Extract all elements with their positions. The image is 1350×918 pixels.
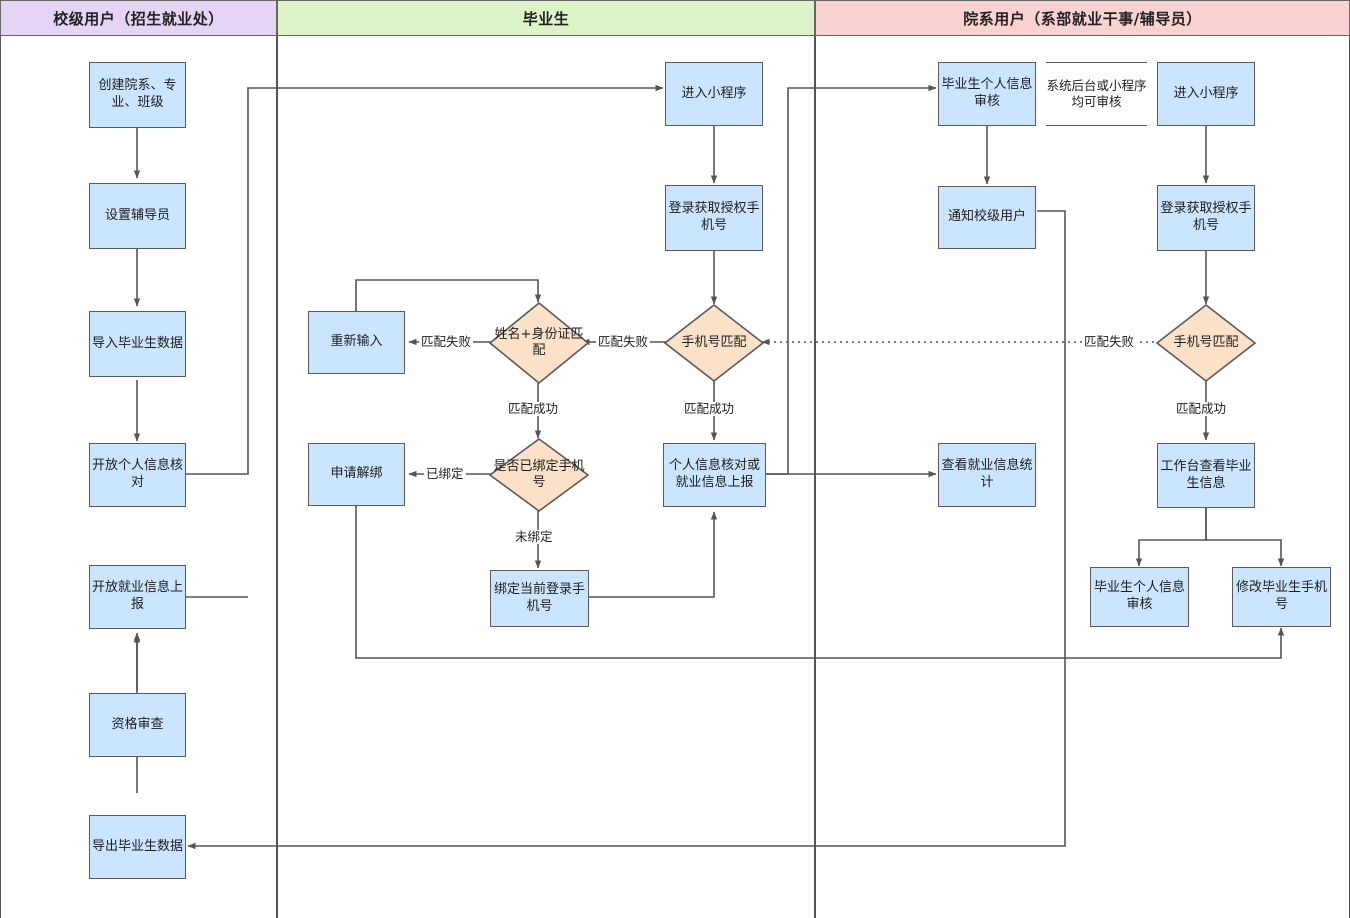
diamond-shape xyxy=(664,304,764,382)
lane-body-student xyxy=(277,36,815,918)
lane-header-school: 校级用户（招生就业处） xyxy=(0,0,277,36)
node-student-unbind[interactable]: 申请解绑 xyxy=(308,443,405,506)
node-dept-stats[interactable]: 查看就业信息统计 xyxy=(938,443,1036,507)
node-label: 创建院系、专业、班级 xyxy=(98,78,177,110)
node-student-reinput[interactable]: 重新输入 xyxy=(308,311,405,374)
node-dept-audit-top[interactable]: 毕业生个人信息审核 xyxy=(938,62,1036,126)
edge-workbench-to-auditinfo xyxy=(1135,508,1207,567)
lane-title-student: 毕业生 xyxy=(522,9,570,28)
node-student-report[interactable]: 个人信息核对或就业信息上报 xyxy=(663,443,766,507)
node-student-phone-match[interactable]: 手机号匹配 xyxy=(664,304,764,382)
node-create-org[interactable]: 创建院系、专业、班级 xyxy=(89,62,186,128)
edge-label-bound-yes: 已绑定 xyxy=(424,466,466,481)
node-set-counselor[interactable]: 设置辅导员 xyxy=(89,183,186,249)
node-student-enter-app[interactable]: 进入小程序 xyxy=(665,62,763,126)
lane-title-dept: 院系用户（系部就业干事/辅导员） xyxy=(963,9,1202,28)
node-label: 绑定当前登录手机号 xyxy=(493,581,585,614)
node-label: 进入小程序 xyxy=(1173,85,1239,101)
node-label: 工作台查看毕业生信息 xyxy=(1160,458,1252,491)
node-label: 姓名+身份证匹配 xyxy=(494,326,584,358)
node-student-id-match[interactable]: 姓名+身份证匹配 xyxy=(489,302,589,384)
node-label: 修改毕业生手机号 xyxy=(1235,580,1327,612)
node-dept-enter-app[interactable]: 进入小程序 xyxy=(1157,62,1255,126)
edge-report-to-deptaudit xyxy=(766,84,937,475)
node-student-bound-question[interactable]: 是否已绑定手机号 xyxy=(489,438,589,512)
edge-reinput-to-idmatch xyxy=(355,279,542,311)
node-student-login-phone[interactable]: 登录获取授权手机号 xyxy=(665,185,763,251)
edge-label-stu-phone-fail: 匹配失败 xyxy=(596,334,651,349)
node-dept-phone-match[interactable]: 手机号匹配 xyxy=(1156,304,1256,382)
edge-label-bound-no: 未绑定 xyxy=(513,529,555,544)
edge-workbench-to-editphone xyxy=(1205,508,1285,567)
node-dept-edit-phone[interactable]: 修改毕业生手机号 xyxy=(1232,567,1331,627)
edge-label-stu-phone-ok: 匹配成功 xyxy=(682,401,737,416)
node-label: 重新输入 xyxy=(330,334,383,350)
edge-bind-to-report xyxy=(589,511,718,598)
node-label: 设置辅导员 xyxy=(104,207,170,223)
node-label: 资格审查 xyxy=(111,716,164,732)
lane-header-dept: 院系用户（系部就业干事/辅导员） xyxy=(815,0,1350,36)
lane-body-school xyxy=(0,36,277,918)
node-open-employment[interactable]: 开放就业信息上报 xyxy=(89,565,186,629)
node-dept-note: 系统后台或小程序均可审核 xyxy=(1046,62,1147,126)
node-label: 毕业生个人信息审核 xyxy=(941,77,1033,109)
node-export-data[interactable]: 导出毕业生数据 xyxy=(89,815,186,879)
node-open-personal[interactable]: 开放个人信息核对 xyxy=(89,443,186,507)
node-dept-notify[interactable]: 通知校级用户 xyxy=(938,186,1036,249)
node-label: 登录获取授权手机号 xyxy=(668,201,760,233)
node-label: 个人信息核对或就业信息上报 xyxy=(668,458,760,490)
node-label: 导出毕业生数据 xyxy=(92,838,184,854)
node-label: 是否已绑定手机号 xyxy=(493,458,585,490)
edge-label-stu-id-fail: 匹配失败 xyxy=(419,334,474,349)
node-dept-login-phone[interactable]: 登录获取授权手机号 xyxy=(1157,185,1255,251)
diamond-shape xyxy=(1156,304,1256,382)
note-label: 系统后台或小程序均可审核 xyxy=(1046,77,1147,109)
node-label: 毕业生个人信息审核 xyxy=(1093,580,1185,612)
node-qualification[interactable]: 资格审查 xyxy=(89,693,186,757)
edge-openpersonal-to-enterapp xyxy=(186,84,664,475)
node-dept-audit-info[interactable]: 毕业生个人信息审核 xyxy=(1090,567,1189,627)
node-label: 开放就业信息上报 xyxy=(92,580,184,612)
node-label: 手机号匹配 xyxy=(1173,334,1239,350)
node-label: 进入小程序 xyxy=(681,85,747,101)
node-student-bind-phone[interactable]: 绑定当前登录手机号 xyxy=(490,570,589,627)
node-label: 通知校级用户 xyxy=(947,209,1026,225)
edge-unbind-to-editphone xyxy=(355,506,1285,659)
lane-title-school: 校级用户（招生就业处） xyxy=(53,9,224,28)
edge-label-stu-id-ok: 匹配成功 xyxy=(506,401,561,416)
lane-header-student: 毕业生 xyxy=(277,0,815,36)
node-import-data[interactable]: 导入毕业生数据 xyxy=(89,311,186,377)
node-dept-workbench[interactable]: 工作台查看毕业生信息 xyxy=(1157,443,1255,508)
node-label: 手机号匹配 xyxy=(681,334,747,350)
node-label: 开放个人信息核对 xyxy=(92,458,184,490)
node-label: 申请解绑 xyxy=(330,466,383,482)
diamond-shape xyxy=(489,302,589,384)
edge-label-dept-phone-ok: 匹配成功 xyxy=(1174,401,1229,416)
diamond-shape xyxy=(489,438,589,512)
node-label: 登录获取授权手机号 xyxy=(1160,201,1252,233)
node-label: 导入毕业生数据 xyxy=(92,335,184,351)
edge-label-dept-phone-fail: 匹配失败 xyxy=(1082,334,1137,349)
edge-notify-to-export xyxy=(187,210,1066,850)
node-label: 查看就业信息统计 xyxy=(941,458,1033,490)
